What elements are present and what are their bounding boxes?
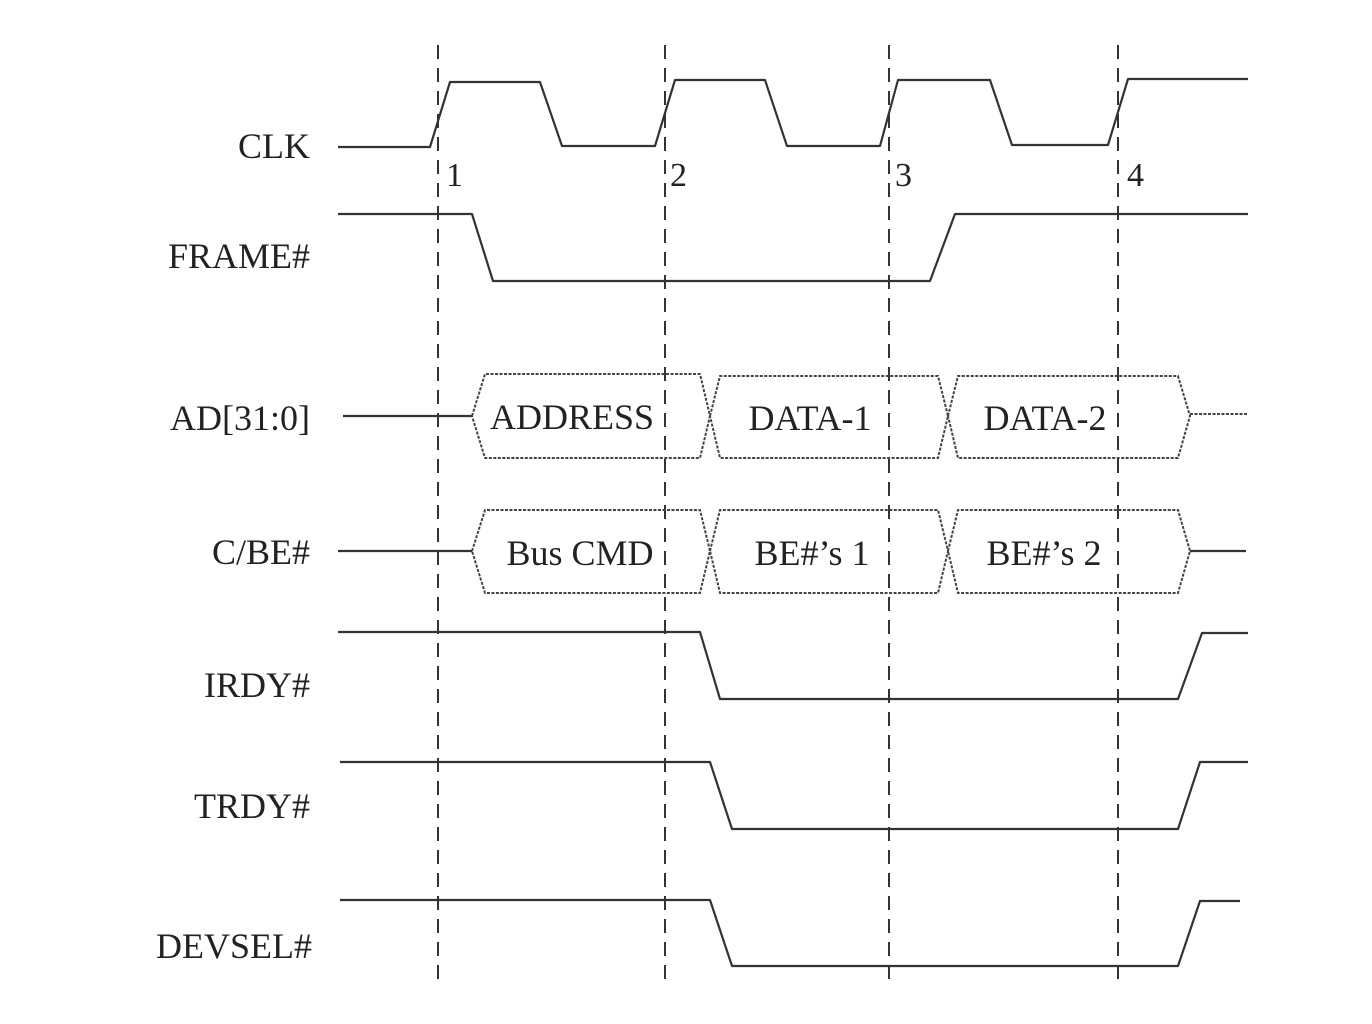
cbe-label-buscmd: Bus CMD [506, 533, 653, 573]
trdy-waveform [340, 760, 1248, 831]
clock-edge-guides [437, 45, 1119, 985]
irdy-waveform [338, 630, 1248, 701]
devsel-waveform [340, 898, 1240, 968]
signal-label-ad: AD[31:0] [170, 398, 310, 438]
cbe-label-be1: BE#’s 1 [754, 533, 869, 573]
frame-waveform [338, 212, 1248, 283]
ad-phase-data2 [946, 375, 1192, 459]
signal-label-devsel: DEVSEL# [156, 926, 312, 966]
ad-bus: ADDRESS DATA-1 DATA-2 [343, 373, 1248, 459]
cbe-phase-be2 [946, 509, 1192, 594]
signal-label-irdy: IRDY# [204, 665, 310, 705]
edge-label-3: 3 [895, 157, 912, 194]
cbe-bus: Bus CMD BE#’s 1 BE#’s 2 [338, 509, 1246, 594]
signal-label-clk: CLK [238, 126, 310, 166]
ad-phase-data1 [708, 375, 950, 459]
signal-label-frame: FRAME# [168, 236, 310, 276]
ad-label-data2: DATA-2 [983, 398, 1106, 438]
edge-label-2: 2 [670, 157, 687, 194]
signal-label-cbe: C/BE# [212, 532, 310, 572]
cbe-phase-buscmd [470, 509, 712, 594]
signal-label-trdy: TRDY# [194, 786, 310, 826]
cbe-label-be2: BE#’s 2 [986, 533, 1101, 573]
ad-label-address: ADDRESS [490, 397, 654, 437]
edge-label-1: 1 [446, 157, 463, 194]
edge-label-4: 4 [1127, 157, 1144, 194]
clock-edge-labels: 1 2 3 4 [446, 157, 1144, 194]
signal-labels: CLK FRAME# AD[31:0] C/BE# IRDY# TRDY# DE… [156, 126, 312, 966]
clk-waveform [338, 77, 1248, 149]
ad-label-data1: DATA-1 [748, 398, 871, 438]
